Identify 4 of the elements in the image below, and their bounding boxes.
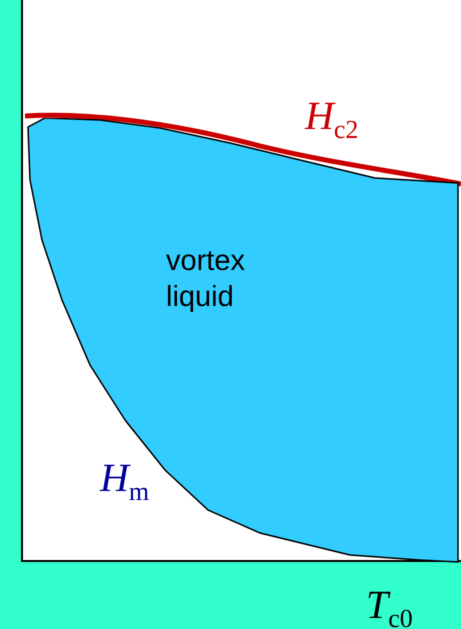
region-label: vortex liquid [166,244,246,315]
curve-label: H$_{m}$ [100,458,150,505]
axis-label: T$_{c0}$ [366,585,413,629]
curve-label: H$_{c2}$ [305,96,358,143]
